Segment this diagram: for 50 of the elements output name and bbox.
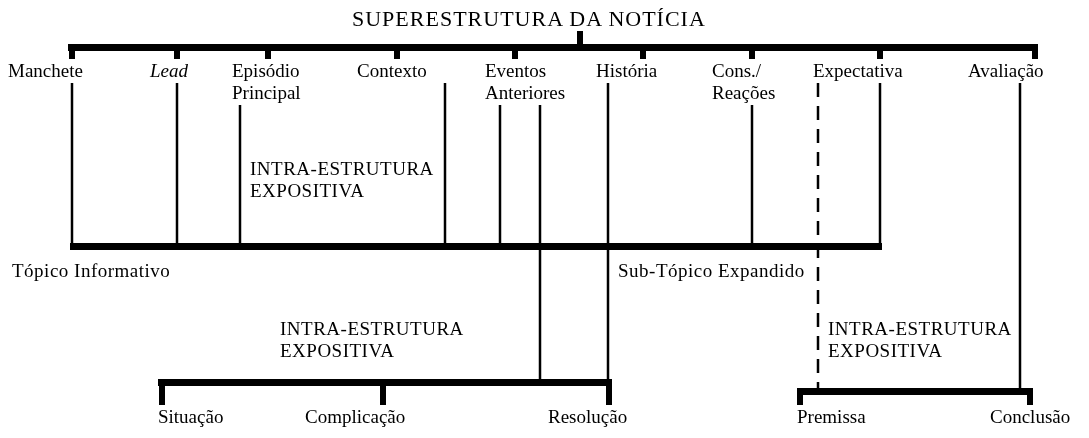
bracket-bar [68,44,1038,51]
bracket-bar [70,243,882,250]
structure-label: INTRA-ESTRUTURA EXPOSITIVA [250,158,434,202]
category-label: Lead [150,60,188,82]
category-label: Manchete [8,60,83,82]
connector-line [443,83,447,243]
structure-label: INTRA-ESTRUTURA EXPOSITIVA [280,318,464,362]
connector-line [577,31,583,44]
category-label: Expectativa [813,60,903,82]
connector-line [70,83,74,243]
connector-line [1018,83,1022,388]
category-label: Episódio Principal [232,60,337,104]
structure-label: Sub-Tópico Expandido [618,260,805,282]
connector-line [69,51,75,59]
connector-line [606,386,612,405]
connector-line [498,105,502,243]
diagram-heading: SUPERESTRUTURA DA NOTÍCIA [352,8,706,30]
category-label: Avaliação [968,60,1044,82]
bracket-bar [158,379,612,386]
connector-line [606,83,610,379]
connector-line [640,51,646,59]
category-label: Resolução [548,406,628,428]
connector-line [1027,395,1033,405]
connector-line [174,51,180,59]
connector-line [749,51,755,59]
category-label: Cons./ Reações [712,60,792,104]
category-label: Situação [158,406,224,428]
connector-line [512,51,518,59]
connector-line [750,105,754,243]
connector-line [159,386,165,405]
connector-line [816,83,820,388]
connector-line [877,51,883,59]
connector-line [797,395,803,405]
category-label: Complicação [305,406,406,428]
category-label: Eventos Anteriores [485,60,575,104]
structure-label: INTRA-ESTRUTURA EXPOSITIVA [828,318,1012,362]
category-label: Contexto [357,60,427,82]
connector-line [1032,51,1038,59]
connector-line [175,83,179,243]
connector-line [238,105,242,243]
connector-line [538,105,542,379]
category-label: História [596,60,658,82]
connector-line [265,51,271,59]
structure-label: Tópico Informativo [12,260,171,282]
category-label: Conclusão [990,406,1071,428]
connector-line [878,83,882,243]
bracket-bar [797,388,1033,395]
connector-line [380,386,386,405]
category-label: Premissa [797,406,866,428]
connector-line [394,51,400,59]
